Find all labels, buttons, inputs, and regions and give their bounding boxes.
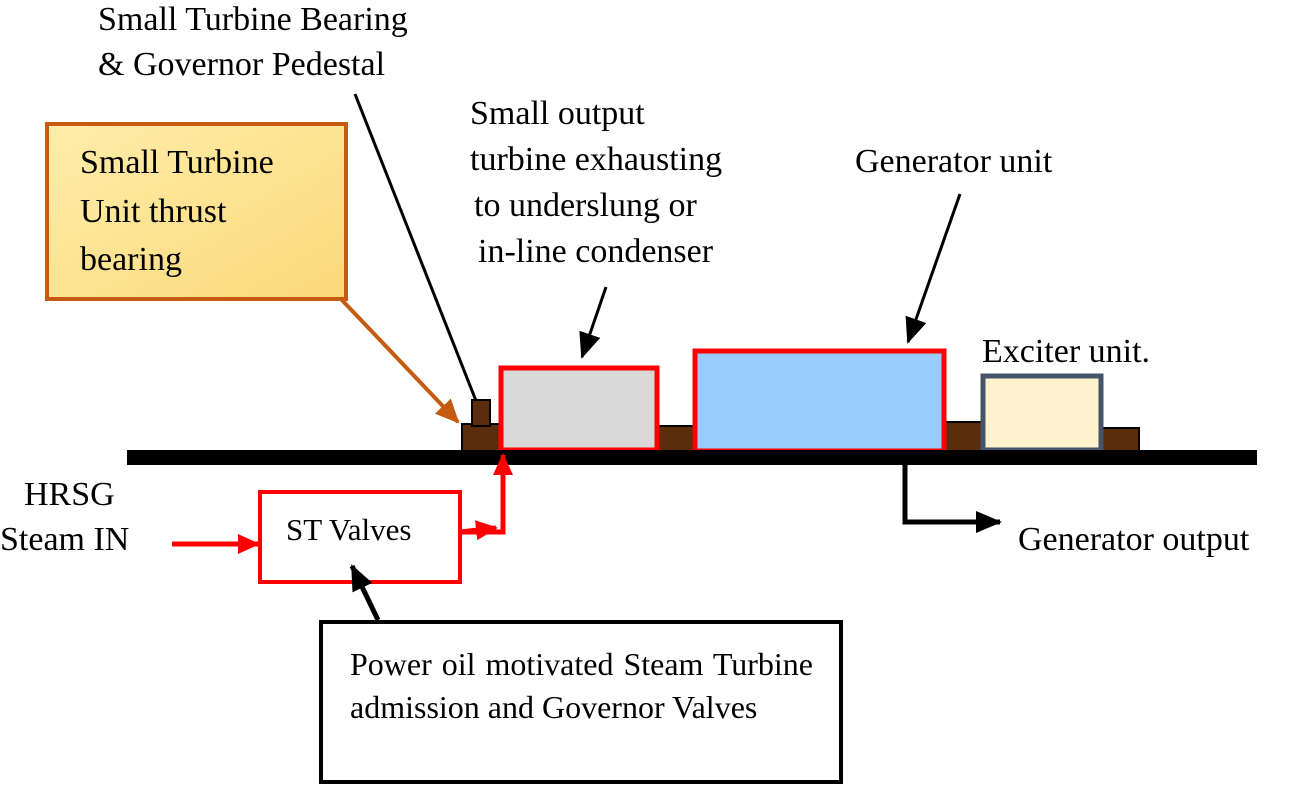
exciter-end-bearing — [1100, 427, 1140, 453]
generator-output-line — [902, 458, 1002, 533]
bearing-pedestal-label: Small Turbine Bearing & Governor Pedesta… — [98, 1, 416, 83]
steam-out-arrow — [459, 520, 498, 541]
thrust-bearing-label: Small Turbine Unit thrust bearing — [80, 144, 282, 278]
generator-output-label: Generator output — [1018, 521, 1250, 558]
generator-arrow — [905, 193, 962, 344]
turbine-label: Small output turbine exhausting to under… — [470, 95, 731, 270]
steam-to-turbine-line — [460, 470, 506, 535]
thrust-bearing-block — [461, 423, 501, 453]
bearing-pedestal-block — [471, 399, 491, 427]
shaft-line — [127, 450, 1257, 465]
exciter-label: Exciter unit. — [982, 333, 1150, 370]
exciter-box — [980, 373, 1104, 453]
turbine-box — [498, 365, 660, 453]
generator-box — [692, 348, 947, 454]
hrsg-label: HRSG Steam IN — [0, 476, 129, 558]
power-oil-label: Power oil motivated Steam Turbine admiss… — [350, 646, 813, 725]
thrust-bearing-arrow — [338, 296, 460, 424]
bearing-pedestal-arrow — [353, 93, 484, 418]
generator-label: Generator unit — [855, 143, 1053, 180]
thrust-bearing-callout-box — [45, 122, 348, 301]
power-oil-arrow — [349, 564, 381, 622]
generator-exciter-bearing — [943, 421, 985, 453]
power-oil-box — [319, 620, 843, 784]
turbine-generator-bearing — [656, 425, 696, 453]
turbine-arrow — [579, 286, 608, 359]
st-valves-label: ST Valves — [286, 512, 411, 547]
